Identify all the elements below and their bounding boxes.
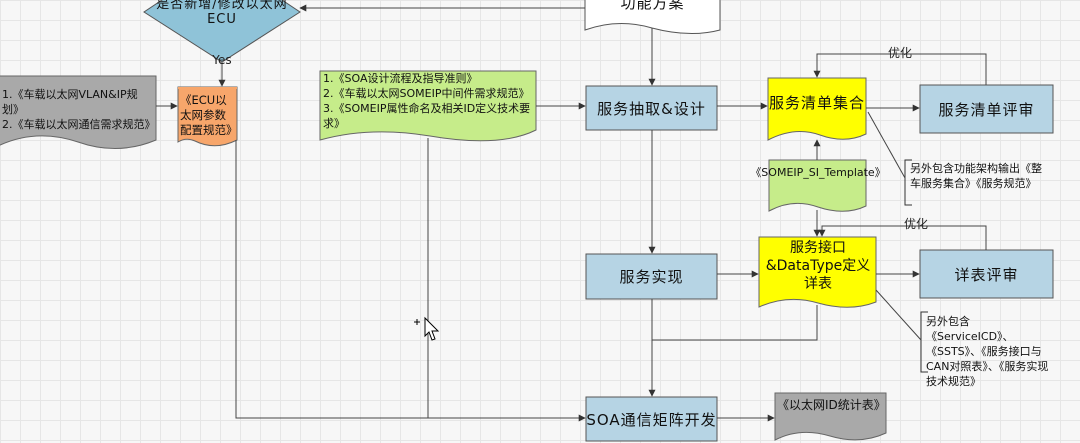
function-plan-label: 功能方案 <box>620 0 685 12</box>
left-doc-line2: 2.《车载以太网通信需求规范》 <box>2 118 156 131</box>
optimize-top-label: 优化 <box>887 45 912 60</box>
ethernet-id-label: 《以太网ID统计表》 <box>777 398 886 412</box>
note-top-text: 另外包含功能架构输出《整车服务集合》《服务规范》 <box>910 162 1042 190</box>
soa-doc-line1: 1.《SOA设计流程及指导准则》 <box>323 72 478 85</box>
detail-review-label: 详表评审 <box>954 265 1019 284</box>
service-impl-box <box>585 253 718 300</box>
service-interface-label: 服务接口&DataType定义详表 <box>765 240 871 292</box>
ethernet-id-doc <box>774 392 887 441</box>
service-impl-label: 服务实现 <box>619 268 684 286</box>
someip-template-label: 《SOMEIP_SI_Template》 <box>750 166 886 179</box>
soa-doc-text: 1.《SOA设计流程及指导准则》 2.《车载以太网SOMEIP中间件需求规范》 … <box>323 71 534 131</box>
soa-matrix-box <box>585 396 718 442</box>
service-list-review-label: 服务清单评审 <box>938 100 1035 119</box>
decision-label: 是否新增/修改以太网ECU <box>156 0 288 27</box>
note-bottom-bracket <box>920 311 928 373</box>
service-list-label: 服务清单集合 <box>768 93 865 112</box>
left-doc-text: 1.《车载以太网VLAN&IP规划》 2.《车载以太网通信需求规范》 <box>2 87 156 131</box>
service-extract-box <box>585 85 718 131</box>
service-interface-doc <box>758 236 877 308</box>
soa-matrix-label: SOA通信矩阵开发 <box>586 410 717 429</box>
note-bottom-text: 另外包含《ServiceICD》、《SSTS》、《服务接口与CAN对照表》、《服… <box>926 315 1049 388</box>
someip-template-doc <box>768 159 867 212</box>
service-extract-label: 服务抽取&设计 <box>597 99 706 118</box>
soa-doc-line3: 3.《SOMEIP属性命名及相关ID定义技术要求》 <box>323 102 531 130</box>
service-list-doc <box>767 77 867 141</box>
mouse-cursor <box>414 316 440 341</box>
left-doc-line1: 1.《车载以太网VLAN&IP规划》 <box>2 88 138 116</box>
soa-guideline-doc <box>319 70 537 142</box>
ecu-param-doc <box>177 86 238 147</box>
soa-doc-line2: 2.《车载以太网SOMEIP中间件需求规范》 <box>323 87 530 100</box>
ecu-doc-text: 《ECU以太网参数配置规范》 <box>180 93 238 137</box>
note-top-bracket <box>904 159 912 206</box>
left-gray-doc <box>0 75 157 149</box>
yes-label: Yes <box>212 53 232 67</box>
optimize-bottom-label: 优化 <box>903 216 928 231</box>
